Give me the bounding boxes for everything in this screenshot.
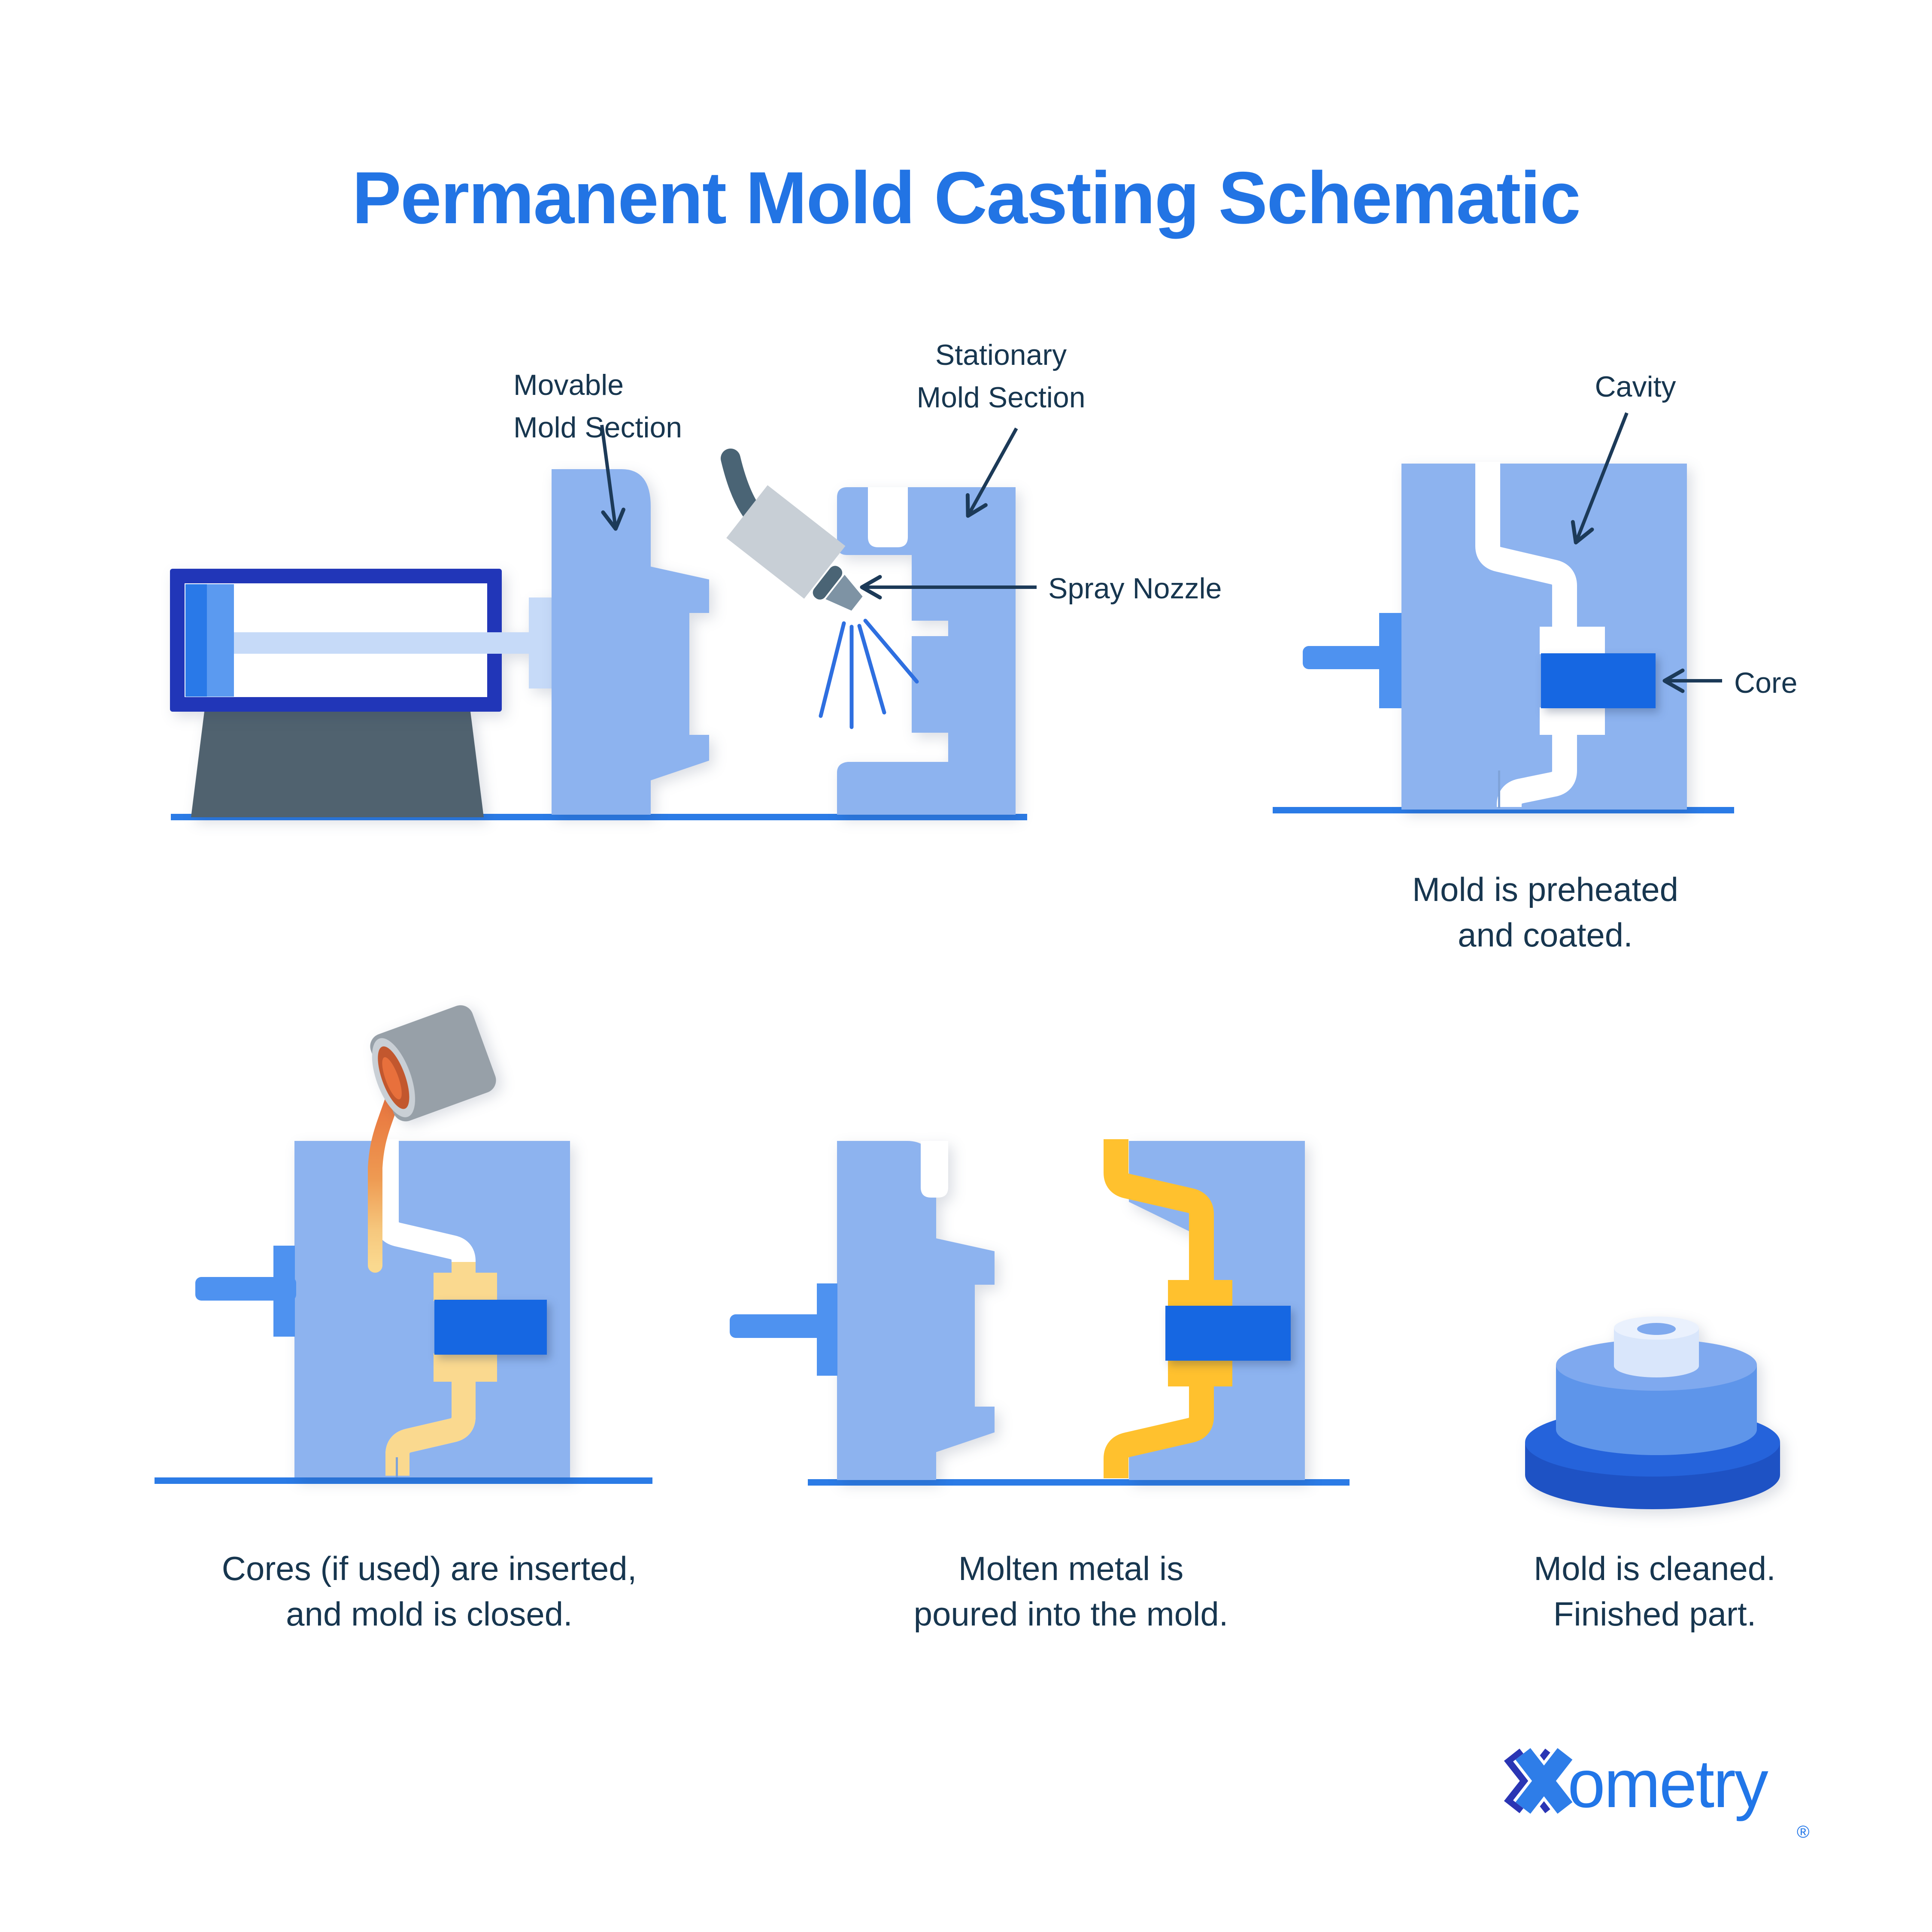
sprue-groove [921,1141,948,1198]
movable-mold-label-line1: Movable [513,369,624,401]
scene-poured-open [730,1139,1350,1486]
ejector-shaft [1303,613,1401,708]
parting-line [1498,770,1500,808]
machine-base [191,712,484,817]
stationary-mold-label: Stationary Mold Section [916,334,1085,419]
stationary-label-arrow [965,428,1018,518]
ground-line [808,1479,1350,1486]
caption-cores-line2: and mold is closed. [286,1595,573,1633]
core-shape [1541,653,1656,708]
scene-open-mold-spraying [170,425,1037,820]
spray-jet [819,619,919,729]
caption-finish-line2: Finished part. [1553,1595,1756,1633]
caption-preheat-line1: Mold is preheated [1412,870,1679,908]
caption-preheat-line2: and coated. [1458,916,1633,954]
piston [185,584,207,697]
finished-part [1525,1316,1780,1509]
piston-rod [234,632,534,654]
movable-mold-label: Movable Mold Section [513,364,682,449]
scene-pouring-start [155,1005,652,1484]
caption-finish-line1: Mold is cleaned. [1534,1550,1776,1587]
mold-cavity [1475,462,1577,817]
movable-half-shape [837,1141,995,1480]
stationary-mold-label-line1: Stationary [935,339,1067,371]
ejector-shaft [730,1283,837,1376]
caption-pour-line1: Molten metal is [958,1550,1184,1587]
page-title: Permanent Mold Casting Schematic [352,157,1581,239]
scene-mold-preheated [1273,412,1734,817]
cavity-label: Cavity [1595,370,1676,403]
hydraulic-cylinder [170,569,554,712]
registered-trademark-symbol: ® [1797,1823,1810,1841]
spray-nozzle-label: Spray Nozzle [1048,572,1222,605]
part-hole [1637,1323,1676,1335]
caption-pour-line2: poured into the mold. [913,1595,1228,1633]
caption-cores-line1: Cores (if used) are inserted, [221,1550,637,1587]
cast-part [1104,1139,1232,1478]
xometry-logo-mark [1504,1746,1575,1816]
cavity-arrow [1571,412,1629,545]
ejector-shaft [195,1246,296,1337]
core-shape [434,1300,547,1355]
core-label: Core [1734,667,1798,699]
molten-metal-fill [385,1262,497,1476]
core-shape [1165,1306,1291,1361]
parting-line [396,1457,398,1477]
pouring-ladle [370,1005,496,1122]
xometry-wordmark: ometry [1568,1746,1768,1822]
sprue-groove [868,487,908,547]
movable-mold-label-line2: Mold Section [513,411,682,444]
movable-mold-section-shape [552,469,709,815]
spray-nozzle-shape [726,485,863,611]
movable-label-arrow [600,425,626,531]
stationary-mold-section-shape [837,487,1016,815]
stationary-mold-label-line2: Mold Section [916,381,1086,414]
ground-line [155,1477,652,1484]
push-plate [529,597,554,688]
